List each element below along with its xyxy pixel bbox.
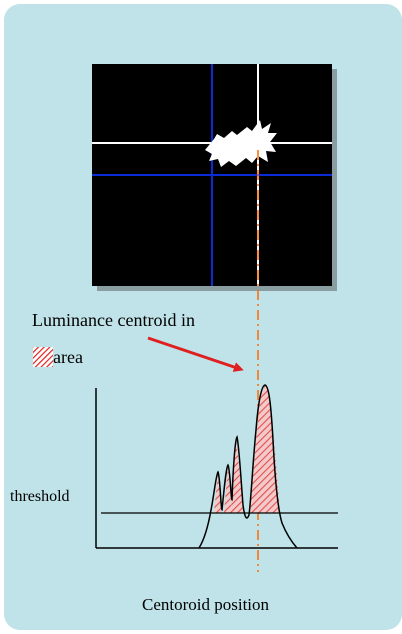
red-arrow (147, 336, 244, 372)
luminance-profile-curve (198, 384, 298, 549)
hatched-area-peak-2 (224, 466, 232, 513)
bright-spot (205, 120, 277, 167)
hatched-area-peak-1 (214, 473, 222, 513)
hatched-area-icon (33, 347, 53, 367)
hatched-area-peak-3 (231, 438, 244, 513)
centroid-position-label: Centoroid position (142, 595, 270, 614)
hatched-area-peak-4 (250, 385, 280, 513)
threshold-label: threshold (10, 488, 70, 505)
luminance-centroid-label: Luminance centroid in (32, 310, 195, 330)
area-label: area (53, 347, 83, 367)
